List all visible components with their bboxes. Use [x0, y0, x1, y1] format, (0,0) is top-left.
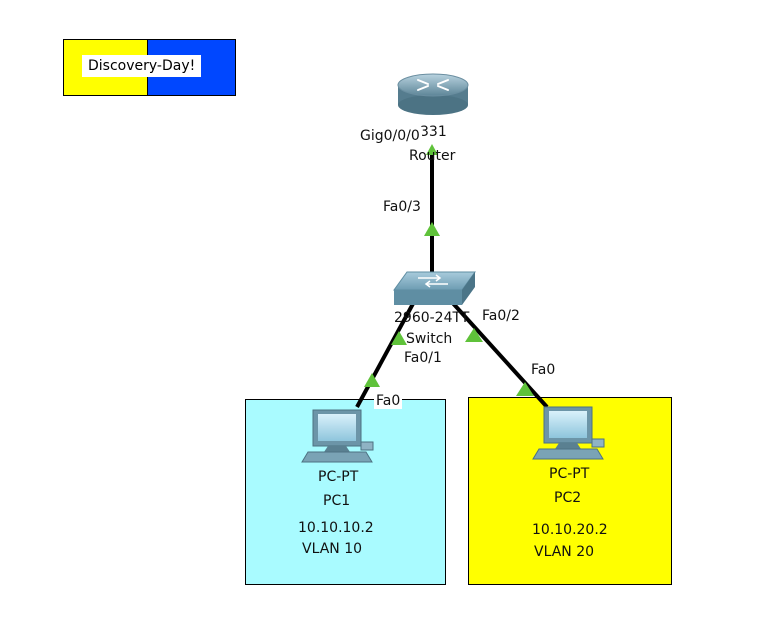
pc-icon[interactable] [301, 409, 374, 463]
pc2-model-label: PC-PT [549, 466, 590, 482]
router-icon[interactable] [397, 73, 469, 115]
link-up-indicator [424, 222, 440, 236]
link-up-indicator [516, 382, 534, 396]
pc1-port-label: Fa0 [374, 393, 403, 409]
link-switch-pc2[interactable] [448, 298, 549, 409]
pc1-model-label: PC-PT [318, 469, 359, 485]
router-model-label: 331 [420, 124, 447, 140]
pc2-port-label: Fa0 [531, 362, 556, 378]
router-interface-label: Gig0/0/0 [358, 128, 422, 144]
pc1-vlan-label: VLAN 10 [302, 541, 363, 557]
link-up-indicator [426, 144, 438, 155]
switch-type-label: Switch [406, 331, 453, 347]
switch-model-label: 2960-24TT [394, 310, 470, 326]
switch-pc1-port-label: Fa0/1 [402, 350, 444, 366]
banner-label[interactable]: Discovery-Day! [82, 55, 202, 77]
pc2-vlan-label: VLAN 20 [534, 544, 595, 560]
router-type-label: Router [409, 148, 456, 164]
link-switch-pc1[interactable] [355, 299, 417, 408]
switch-pc2-port-label: Fa0/2 [482, 308, 520, 324]
pc2-name-label: PC2 [554, 490, 582, 506]
link-up-indicator [465, 328, 483, 342]
link-up-indicator [391, 331, 407, 345]
switch-icon[interactable] [393, 271, 476, 305]
link-up-indicator [364, 373, 380, 387]
pc1-name-label: PC1 [323, 493, 351, 509]
pc2-ip-label: 10.10.20.2 [532, 522, 608, 538]
switch-uplink-port-label: Fa0/3 [383, 199, 421, 215]
pc-icon[interactable] [532, 406, 605, 460]
pc1-ip-label: 10.10.10.2 [298, 520, 374, 536]
